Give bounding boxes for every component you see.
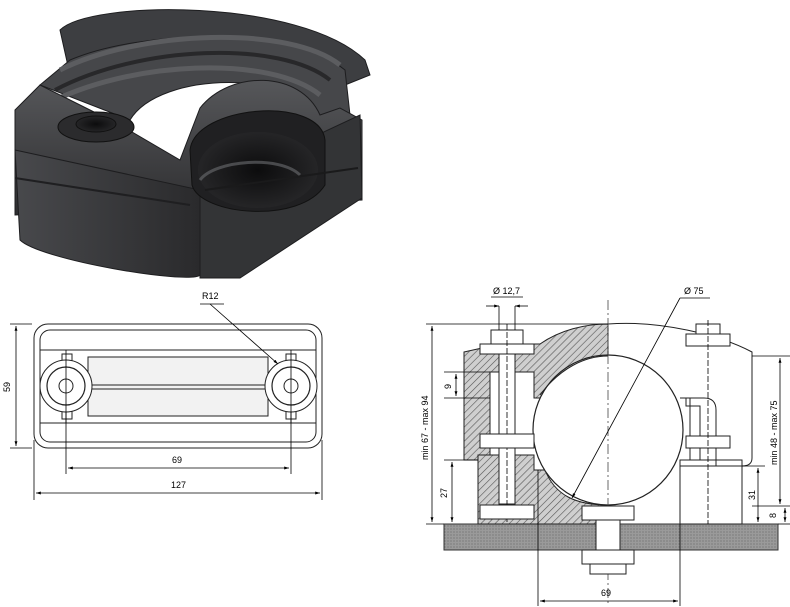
overall-height-label: min 67 - max 94 <box>420 395 430 460</box>
cable-diameter-label: Ø 75 <box>684 286 704 296</box>
clamp-height-label: min 48 - max 75 <box>769 400 779 465</box>
top-view-drawing: R12 59 69 127 <box>2 291 323 500</box>
cable-cleat-product-render <box>14 9 371 279</box>
dim-hole-spacing-label: 69 <box>172 455 182 465</box>
section-view-drawing: Ø 12,7 Ø 75 min 67 - max 94 9 27 min 48 … <box>420 286 790 606</box>
dim-27-label: 27 <box>439 488 449 498</box>
dim-width-label: 59 <box>2 382 12 392</box>
radius-label: R12 <box>202 291 219 301</box>
dim-8-label: 8 <box>768 513 778 518</box>
bolt-diameter-label: Ø 12,7 <box>493 286 520 296</box>
dim-31-label: 31 <box>747 490 757 500</box>
dim-length-label: 127 <box>171 480 186 490</box>
dim-9-label: 9 <box>443 384 453 389</box>
dim-69-label: 69 <box>601 588 611 598</box>
